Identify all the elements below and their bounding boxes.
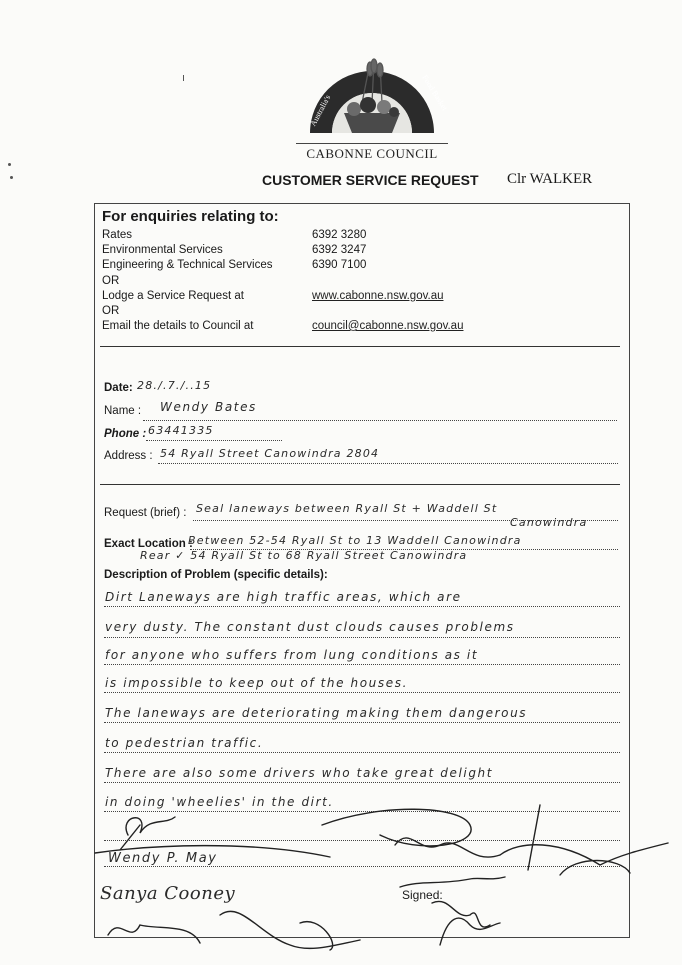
description-line-6 [104, 752, 620, 753]
description-text-4[interactable]: is impossible to keep out of the houses. [105, 676, 408, 690]
form-title: CUSTOMER SERVICE REQUEST [262, 172, 479, 188]
enquiry-label-environmental: Environmental Services [102, 244, 223, 256]
signatory-name-1: Wendy P. May [108, 851, 218, 866]
scan-speck [183, 75, 184, 81]
cabonne-council-logo: Australia's Food Basket CABONNE COUNCIL [296, 58, 450, 161]
email-link[interactable]: council@cabonne.nsw.gov.au [312, 320, 464, 332]
name-value[interactable]: Wendy Bates [160, 400, 257, 414]
request-brief-line [193, 520, 618, 521]
description-text-7[interactable]: There are also some drivers who take gre… [105, 766, 494, 780]
enquiry-phone-engineering: 6390 7100 [312, 259, 367, 271]
description-line-1 [104, 606, 620, 607]
enquiry-phone-rates: 6392 3280 [312, 229, 367, 241]
exact-location-line [190, 549, 618, 550]
councillor-note: Clr WALKER [507, 171, 593, 187]
exact-location-value[interactable]: Between 52-54 Ryall St to 13 Waddell Can… [188, 534, 522, 547]
enquiry-label-email: Email the details to Council at [102, 320, 254, 332]
address-value[interactable]: 54 Ryall Street Canowindra 2804 [160, 447, 380, 460]
enquiry-label-engineering: Engineering & Technical Services [102, 259, 273, 271]
enquiry-label-lodge: Lodge a Service Request at [102, 290, 244, 302]
scan-speck [8, 163, 11, 166]
handwritten-signatures [94, 804, 669, 951]
description-line-9 [104, 840, 620, 841]
address-line [158, 463, 618, 464]
scan-speck [10, 176, 13, 179]
description-line-10 [104, 866, 620, 867]
name-label: Name : [104, 405, 142, 417]
request-brief-label: Request (brief) : [104, 507, 187, 519]
description-text-2[interactable]: very dusty. The constant dust clouds cau… [105, 620, 515, 634]
enquiry-or-1: OR [102, 275, 120, 287]
enquiry-label-rates: Rates [102, 229, 133, 241]
description-text-3[interactable]: for anyone who suffers from lung conditi… [105, 648, 479, 662]
enquiry-phone-environmental: 6392 3247 [312, 244, 367, 256]
description-text-5[interactable]: The laneways are deteriorating making th… [105, 706, 528, 720]
divider-1 [100, 346, 620, 347]
enquiry-or-2: OR [102, 305, 120, 317]
description-text-1[interactable]: Dirt Laneways are high traffic areas, wh… [105, 590, 462, 604]
date-value[interactable]: 28./.7./..15 [137, 379, 212, 392]
description-line-4 [104, 692, 620, 693]
phone-value[interactable]: 63441335 [148, 424, 214, 437]
request-brief-cont[interactable]: Canowindra [510, 516, 588, 529]
phone-line [146, 440, 282, 441]
description-line-7 [104, 782, 620, 783]
form-frame [94, 203, 630, 938]
signed-label: Signed: [402, 888, 443, 902]
description-label: Description of Problem (specific details… [104, 569, 328, 581]
name-line [143, 420, 617, 421]
description-line-8 [104, 811, 620, 812]
phone-label: Phone : [104, 428, 147, 440]
enquiries-heading: For enquiries relating to: [102, 208, 279, 225]
description-line-3 [104, 664, 620, 665]
description-line-2 [104, 637, 620, 638]
divider-2 [100, 484, 620, 485]
exact-location-cont[interactable]: Rear ✓ 54 Ryall St to 68 Ryall Street Ca… [140, 549, 468, 562]
description-line-5 [104, 722, 620, 723]
date-label: Date: [104, 382, 133, 394]
logo-council-name: CABONNE COUNCIL [306, 146, 437, 161]
description-text-6[interactable]: to pedestrian traffic. [105, 736, 264, 750]
request-brief-value[interactable]: Seal laneways between Ryall St + Waddell… [196, 502, 498, 515]
exact-location-label: Exact Location : [104, 538, 193, 550]
signatory-name-2: Sanya Cooney [100, 883, 236, 904]
address-label: Address : [104, 450, 153, 462]
description-text-8[interactable]: in doing 'wheelies' in the dirt. [105, 795, 334, 809]
website-link[interactable]: www.cabonne.nsw.gov.au [312, 290, 444, 302]
